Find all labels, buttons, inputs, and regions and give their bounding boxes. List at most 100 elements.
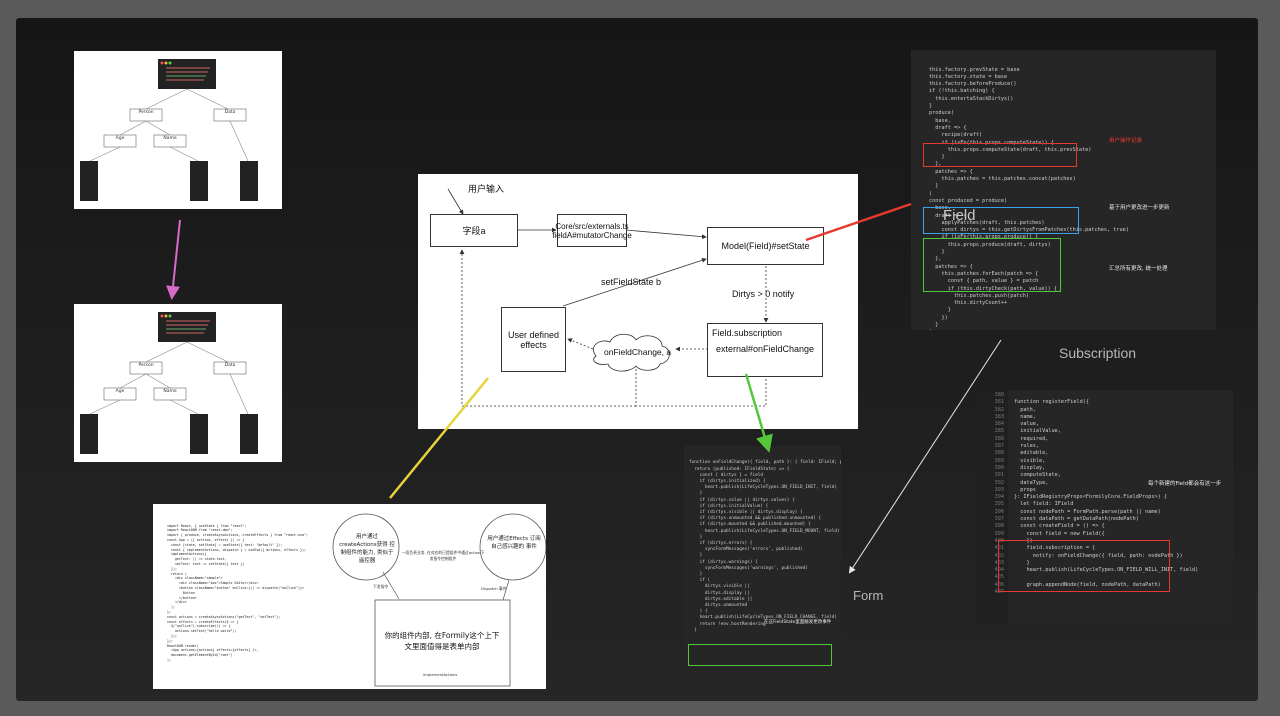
window-dot-red — [160, 61, 164, 65]
code-line: name, — [1014, 413, 1036, 420]
code-line: heart.publish(LifeCycleTypes.ON_FIELD_WI… — [1014, 567, 1199, 574]
code-line: return ( — [167, 571, 187, 576]
code-line: const createField = () => { — [1014, 523, 1105, 530]
code-line: ); — [167, 605, 175, 610]
code-line: this.props.produce(draft, dirtys) — [929, 241, 1051, 248]
code-line: const effects = createEffects($ => { — [167, 619, 239, 624]
main-flow-arrows — [447, 188, 769, 407]
code-line: document.getElementById("root") — [167, 653, 233, 658]
actions-effects-arrows — [332, 513, 546, 687]
code-line: ReactDOM.render( — [167, 643, 199, 648]
line-number: 383 — [994, 413, 1004, 420]
field-subscription-label: Field.subscription — [712, 328, 783, 338]
middle-note-text: 一段负责业务, 在对应的已提组件中通过action下发指令控制组件 — [401, 550, 485, 561]
code-center-bottom-lines: function onFieldChange({ field, path }: … — [689, 460, 841, 634]
code-line: if (dirtys.initialValue) { — [689, 503, 769, 509]
code-line: }, — [929, 161, 942, 168]
code-line: if (isFn(this.props.produce)) { — [929, 234, 1039, 241]
user-effects-label: User defined effects — [507, 329, 560, 350]
code-line: const field = new Field({ — [1014, 530, 1105, 537]
code-line: visible, — [1014, 457, 1046, 464]
tree-node-person: Person — [138, 110, 154, 115]
code-line: } — [689, 627, 697, 633]
line-number: 399 — [994, 530, 1004, 537]
pink-arrow — [166, 219, 181, 300]
code-line: const dirtys = this.getDirtysFromPatches… — [929, 227, 1129, 234]
code-line: function registerField({ — [1014, 399, 1089, 406]
effects-circle-text: 用户通过Effects 订阅自己感兴趣的 事件 — [487, 536, 541, 550]
right-arrow-label: Dispatch 事件 — [481, 586, 507, 591]
code-line: this.props.computeState(draft, this.prev… — [929, 146, 1092, 153]
code-line: const produced = produce( — [929, 197, 1008, 204]
code-line: ) { — [689, 609, 708, 615]
code-line: const { implementActions, dispatch } = u… — [167, 547, 306, 552]
code-line: this.factory.prevState = base — [929, 66, 1020, 73]
line-number: 391 — [994, 472, 1004, 479]
field-a-label: 字段a — [462, 226, 486, 236]
yellow-arrow — [389, 377, 489, 499]
code-line: value, — [1014, 421, 1039, 428]
code-bottom-left-lines: import React, { useState } from "react";… — [167, 524, 327, 663]
code-line: } — [929, 103, 933, 110]
code-line: base, — [929, 117, 951, 124]
code-line: if (dirtys.errors) { — [689, 541, 753, 547]
tree-node-data: Data — [224, 110, 236, 115]
code-line: }; — [167, 609, 171, 614]
code-line: <button className="button" onClick={() =… — [167, 585, 304, 590]
tree-diagram-bottom: Person Data Age Name — [74, 304, 282, 462]
record-user-ops-box — [923, 143, 1077, 167]
code-line: Button — [167, 590, 195, 595]
code-line: patches => { — [929, 263, 973, 270]
line-number: 394 — [994, 494, 1004, 501]
code-line: }); — [167, 566, 177, 571]
code-line: } — [929, 154, 945, 161]
line-number: 392 — [994, 479, 1004, 486]
user-input-label: 用户输入 — [468, 184, 505, 194]
code-line: this.patches = this.patches.concat(patch… — [929, 176, 1076, 183]
red-arrow — [805, 202, 912, 242]
form-label: Form — [853, 588, 884, 603]
record-user-ops-annotation: 用户操作记录 — [1109, 138, 1143, 144]
code-line: if (!this.batching) { — [929, 88, 995, 95]
external-on-field-change-label: external#onFieldChange — [715, 344, 815, 354]
code-line: required, — [1014, 435, 1049, 442]
white-arrow — [848, 339, 1002, 574]
tree-node-name: Name — [163, 136, 177, 141]
code-line: const { path, value } = patch — [929, 278, 1039, 285]
code-line: initialValue, — [1014, 428, 1061, 435]
line-number: 389 — [994, 457, 1004, 464]
line-number: 405 — [994, 574, 1004, 581]
code-line: display, — [1014, 464, 1046, 471]
code-line: this.entertaStackDirtys() — [929, 95, 1014, 102]
green-arrow — [744, 373, 773, 453]
line-number: 384 — [994, 421, 1004, 428]
collect-changes-annotation: 汇总所有更改, 统一处理 — [1109, 266, 1168, 272]
code-line: } — [689, 534, 703, 540]
code-line: base, — [929, 205, 951, 212]
code-line: } — [929, 321, 939, 328]
code-line: if (dirtys.mounted && published.mounted)… — [689, 522, 811, 528]
code-line: }); — [167, 638, 173, 643]
code-line: dirtys.visible || — [689, 584, 750, 590]
code-line: } — [689, 491, 703, 497]
line-number: 403 — [994, 559, 1004, 566]
tree2-node-data: Data — [224, 363, 236, 368]
code-line: return (published: IFieldState) => { — [689, 466, 790, 472]
line-number: 404 — [994, 567, 1004, 574]
line-number: 387 — [994, 443, 1004, 450]
tree-node-age: Age — [115, 136, 125, 141]
main-flow-diagram: 用户输入 字段a Core/src/externals.ts fieldA#mu… — [418, 174, 858, 429]
code-line: } — [1014, 559, 1030, 566]
code-line: if (dirtys.initialized) { — [689, 479, 766, 485]
code-line: syncFormMessages('errors', published) — [689, 547, 803, 553]
code-line: computeState, — [1014, 472, 1061, 479]
code-line: applyPatches(draft, this.patches) — [929, 219, 1045, 226]
form-publish-box — [688, 644, 832, 666]
line-number: 396 — [994, 508, 1004, 515]
code-line: heart.publish(LifeCycleTypes.ON_FIELD_IN… — [689, 485, 838, 491]
line-number: 406 — [994, 581, 1004, 588]
code-line: <div className="box">Sample Editor</div> — [167, 581, 259, 586]
code-line: if (isFn(this.props.computeState)) { — [929, 139, 1054, 146]
